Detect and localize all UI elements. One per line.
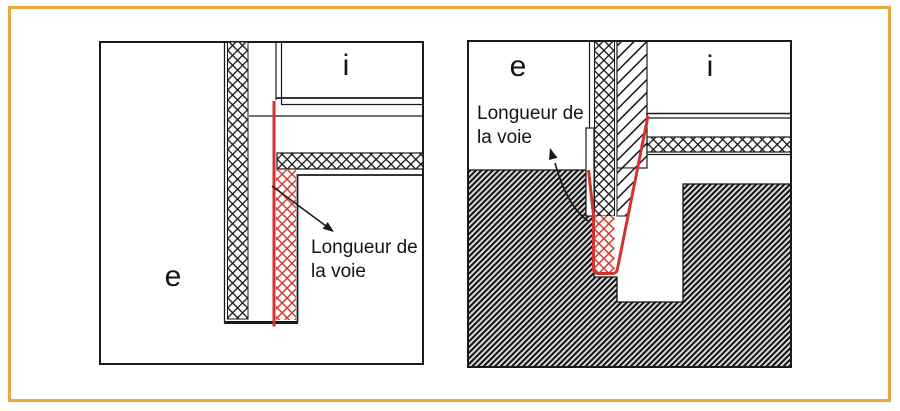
- right-caption-line2: la voie: [477, 127, 532, 148]
- left-label-interior: i: [343, 49, 350, 82]
- left-wall-insulation-crosshatch: [227, 41, 249, 320]
- left-label-exterior: e: [165, 260, 182, 293]
- left-caption-line2: la voie: [311, 261, 366, 282]
- right-floor-insulation-crosshatch: [646, 136, 792, 153]
- right-path-insulation-red: [594, 216, 615, 272]
- left-diagram: e i Longueur de la voie: [99, 41, 424, 365]
- left-outer-box: [99, 41, 424, 365]
- right-arrowhead-icon: [549, 148, 558, 160]
- left-floor-insulation-crosshatch: [276, 152, 424, 170]
- right-caption-line1: Longueur de: [477, 103, 584, 124]
- right-arrow-line: [554, 162, 589, 222]
- left-arrow-line: [271, 185, 327, 227]
- right-diagram: e i Longueur de la voie: [467, 40, 792, 368]
- left-arrowhead-icon: [322, 222, 334, 232]
- left-path-insulation-red: [276, 170, 296, 320]
- right-label-exterior: e: [510, 50, 527, 83]
- right-path-red-line: [587, 115, 650, 275]
- right-wall-insulation-crosshatch: [594, 40, 615, 217]
- figure-border-frame: [8, 6, 891, 402]
- right-label-interior: i: [707, 50, 714, 83]
- left-caption-line1: Longueur de: [311, 237, 418, 258]
- right-outer-box: [467, 40, 792, 368]
